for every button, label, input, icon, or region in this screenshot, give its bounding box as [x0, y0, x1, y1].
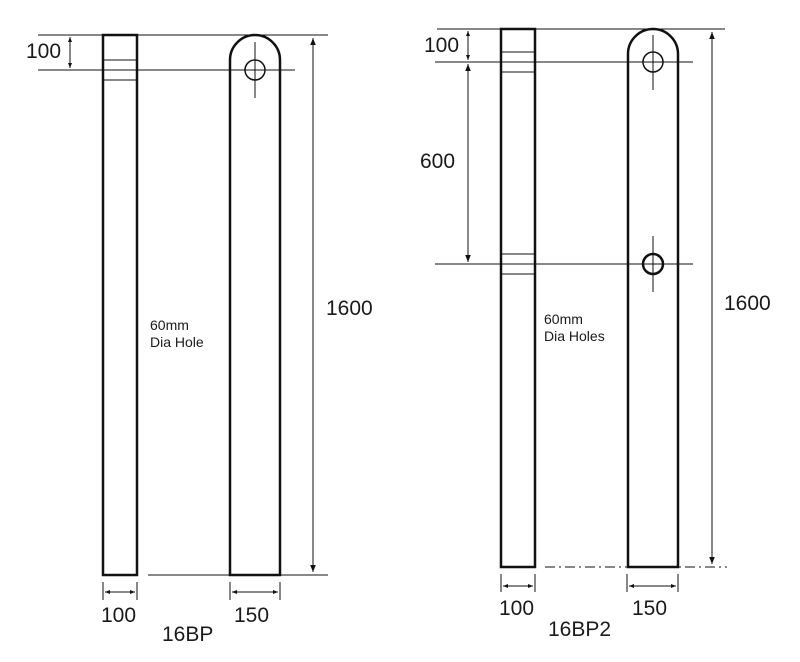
dim-height: 1600: [724, 292, 771, 315]
dim-post-width: 100: [499, 597, 535, 620]
dim-height: 1600: [326, 297, 373, 320]
hole-note-line1: 60mm: [544, 311, 583, 327]
plate-front-view: [228, 33, 282, 577]
drawing-title: 16BP: [162, 623, 214, 646]
hole-note-line2: Dia Hole: [150, 334, 204, 350]
post-side-view: [499, 27, 537, 569]
hole-note-line1: 60mm: [150, 317, 189, 333]
dim-top-offset: 100: [26, 40, 62, 63]
plate-front-view: [626, 27, 680, 569]
post-side-view: [101, 33, 139, 577]
dim-top-offset: 100: [424, 34, 460, 57]
drawing-title: 16BP2: [548, 618, 612, 641]
dim-plate-width: 150: [632, 597, 668, 620]
dim-post-width: 100: [101, 604, 137, 627]
dim-plate-width: 150: [234, 604, 270, 627]
drawing-16bp: [38, 33, 328, 600]
dim-hole-spacing: 600: [420, 150, 456, 173]
hole-note-line2: Dia Holes: [544, 328, 605, 344]
drawing-16bp2: [435, 27, 727, 592]
